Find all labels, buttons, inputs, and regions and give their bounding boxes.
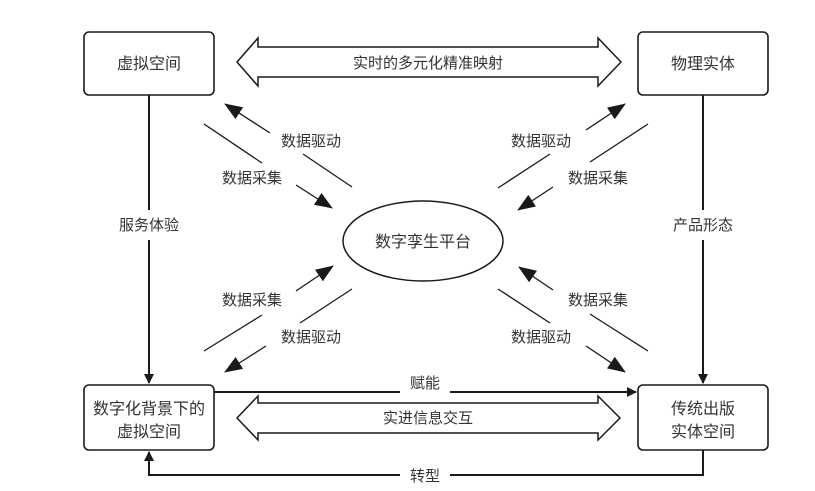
top-double-arrow: 实时的多元化精准映射 bbox=[236, 36, 623, 88]
node-virtual-space-label: 虚拟空间 bbox=[117, 54, 181, 73]
empower-label: 赋能 bbox=[410, 374, 440, 392]
tl-data-drive-arrow: 数据驱动 bbox=[224, 103, 353, 188]
node-virtual-space: 虚拟空间 bbox=[83, 31, 215, 96]
left-vertical-label: 服务体验 bbox=[119, 216, 179, 234]
node-traditional-publishing-line1: 传统出版 bbox=[671, 399, 735, 418]
empower-arrow: 赋能 bbox=[214, 374, 637, 397]
transform-label: 转型 bbox=[410, 467, 440, 485]
tl-data-drive-label: 数据驱动 bbox=[281, 132, 341, 150]
bl-data-drive-arrow: 数据驱动 bbox=[224, 288, 353, 373]
left-vertical-arrow: 服务体验 bbox=[119, 95, 179, 384]
node-traditional-publishing: 传统出版 实体空间 bbox=[637, 384, 769, 451]
tl-data-collect-arrow: 数据采集 bbox=[203, 123, 333, 209]
right-vertical-arrow: 产品形态 bbox=[673, 95, 733, 384]
br-data-collect-arrow: 数据采集 bbox=[518, 266, 649, 352]
bl-data-drive-label: 数据驱动 bbox=[281, 328, 341, 346]
br-data-drive-label: 数据驱动 bbox=[511, 328, 571, 346]
bl-data-collect-label: 数据采集 bbox=[222, 291, 282, 309]
transform-arrow: 转型 bbox=[144, 450, 704, 485]
bottom-double-arrow: 实进信息交互 bbox=[235, 394, 622, 442]
tr-data-drive-label: 数据驱动 bbox=[511, 132, 571, 150]
node-digital-virtual-space-line1: 数字化背景下的 bbox=[93, 399, 205, 418]
node-traditional-publishing-line2: 实体空间 bbox=[671, 422, 735, 441]
node-digital-twin-platform-label: 数字孪生平台 bbox=[375, 232, 471, 251]
tr-data-drive-arrow: 数据驱动 bbox=[497, 103, 626, 189]
node-digital-virtual-space: 数字化背景下的 虚拟空间 bbox=[83, 384, 215, 451]
tl-data-collect-label: 数据采集 bbox=[222, 169, 282, 187]
top-double-arrow-label: 实时的多元化精准映射 bbox=[353, 54, 503, 72]
node-physical-entity-label: 物理实体 bbox=[671, 54, 735, 73]
bl-data-collect-arrow: 数据采集 bbox=[203, 265, 334, 352]
node-digital-twin-platform: 数字孪生平台 bbox=[342, 200, 504, 282]
tr-data-collect-arrow: 数据采集 bbox=[517, 123, 649, 211]
br-data-collect-label: 数据采集 bbox=[568, 291, 628, 309]
tr-data-collect-label: 数据采集 bbox=[568, 169, 628, 187]
right-vertical-label: 产品形态 bbox=[673, 216, 733, 234]
node-physical-entity: 物理实体 bbox=[637, 31, 769, 96]
br-data-drive-arrow: 数据驱动 bbox=[497, 288, 626, 373]
bottom-double-arrow-label: 实进信息交互 bbox=[383, 409, 473, 427]
node-digital-virtual-space-line2: 虚拟空间 bbox=[117, 422, 181, 441]
